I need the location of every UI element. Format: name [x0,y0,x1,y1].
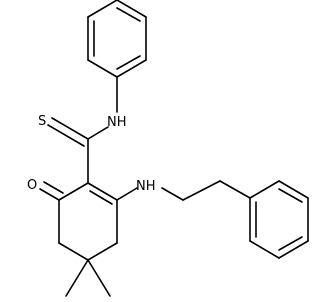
bond [116,0,147,18]
bond [219,180,251,199]
phenethyl-phenyl-ring [249,180,309,259]
atom-label-o: O [27,178,37,193]
bond [65,259,89,297]
bond [87,0,118,18]
bond [87,59,118,78]
bond [182,180,221,201]
atom-label-s: S [38,114,46,129]
bond [278,240,309,259]
bond [249,240,280,259]
bond [87,242,118,261]
bond [58,182,89,201]
bond [51,117,89,140]
bond [161,187,184,201]
bond [278,180,309,199]
bond [43,181,64,194]
bond [116,7,141,22]
n-phenyl-ring [87,0,147,78]
bond [116,59,147,78]
bond [89,190,113,205]
bond [116,187,138,201]
bond [249,180,280,199]
bond [47,124,85,147]
bond [278,188,303,203]
cyclohexenone-ring [58,182,118,261]
bond [278,236,303,251]
bond [87,182,118,201]
atom-label-thioamide-nh: NH [107,115,127,130]
atom-label-amine-nh: NH [136,179,156,194]
bond [39,188,60,201]
bond [58,242,89,261]
bond [87,126,109,140]
bond [116,55,141,70]
bond [87,259,111,297]
